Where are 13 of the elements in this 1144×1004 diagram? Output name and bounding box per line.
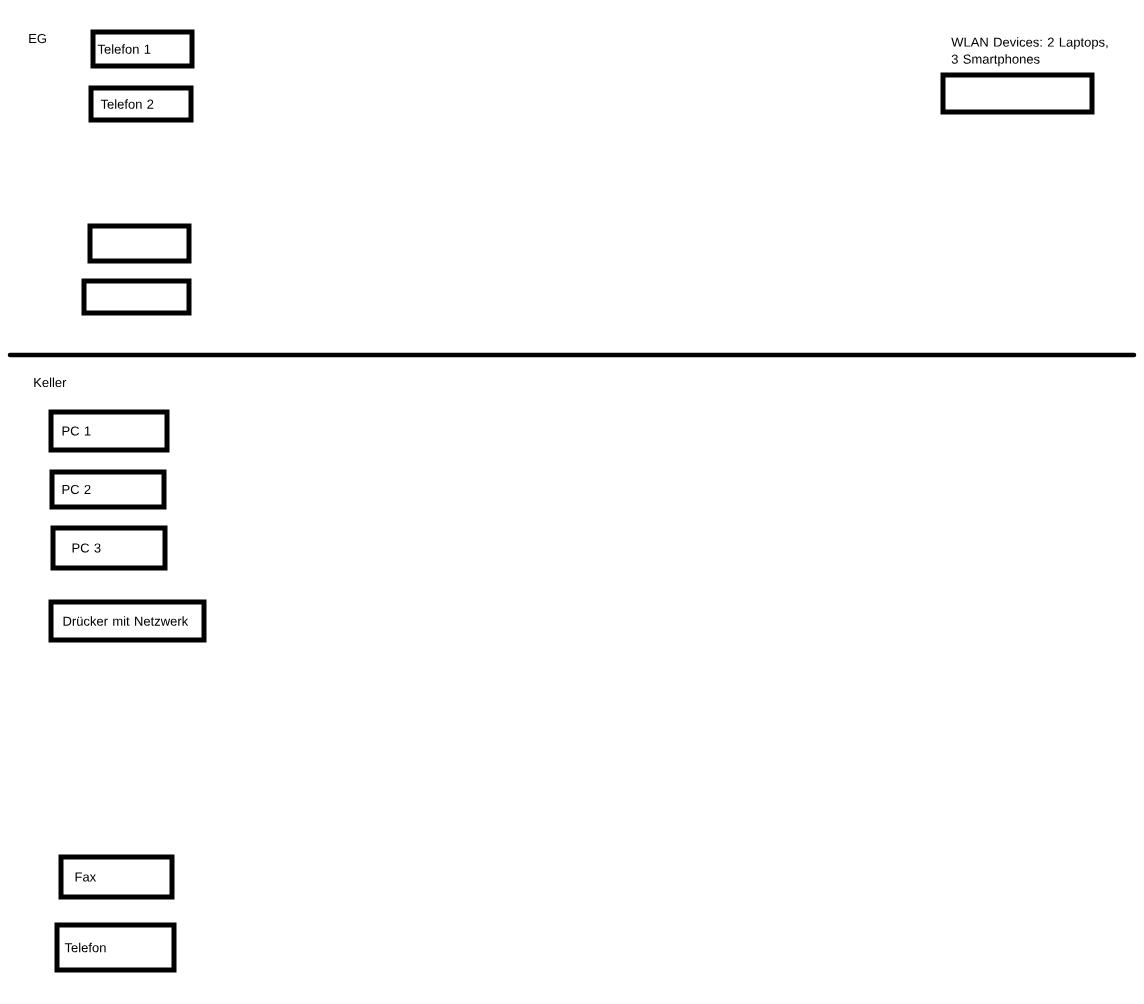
floor-label: EG [29, 33, 46, 44]
device-box: Telefon 2 [88, 85, 194, 123]
device-box: PC 3 [50, 525, 168, 571]
box-heading: WLAN Devices: 2 Laptops, 3 Smartphones [951, 37, 1108, 67]
device-box: Telefon [54, 922, 177, 973]
device-box [81, 278, 192, 316]
device-box: Drücker mit Netzwerk [48, 599, 207, 643]
device-box: PC 2 [49, 469, 167, 510]
device-box: Fax [58, 854, 175, 900]
device-box: PC 1 [48, 409, 170, 453]
device-box [87, 223, 192, 264]
floor-label: Keller [34, 377, 67, 388]
device-box: Telefon 1 [90, 29, 195, 69]
